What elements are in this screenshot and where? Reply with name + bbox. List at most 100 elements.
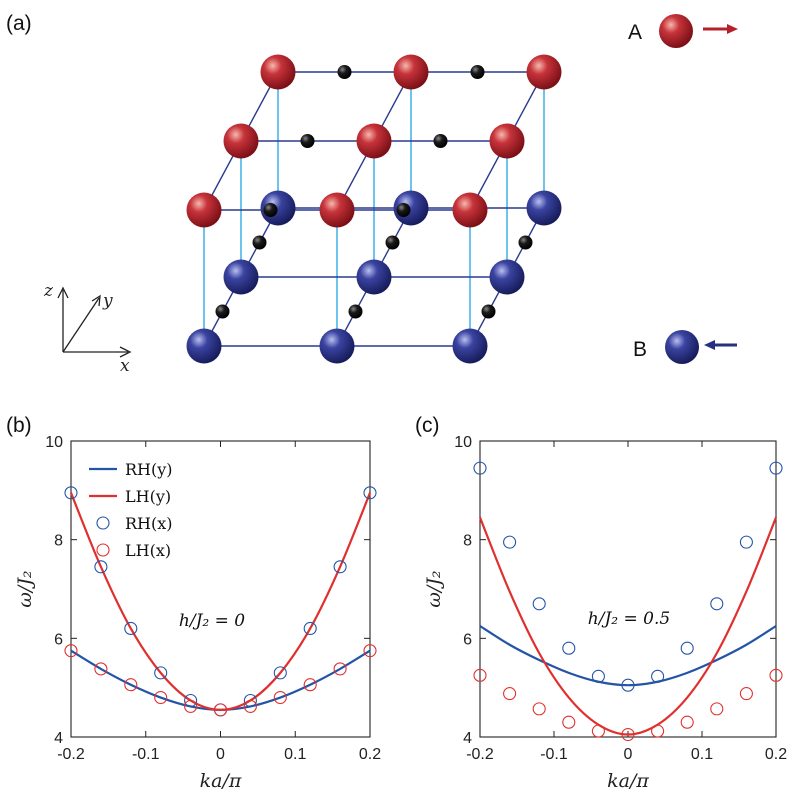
y-tick-label: 8 bbox=[463, 533, 472, 550]
x-axis-label: ka/π bbox=[607, 770, 649, 792]
series-line bbox=[70, 649, 371, 711]
data-point bbox=[651, 669, 665, 683]
data-point bbox=[473, 668, 487, 682]
site-a-atom bbox=[186, 192, 222, 228]
site-b-atom bbox=[356, 259, 392, 295]
data-point bbox=[154, 690, 168, 705]
data-point bbox=[710, 597, 724, 611]
small-atom bbox=[215, 304, 230, 319]
axis-z-label: z bbox=[43, 281, 54, 301]
x-tick-label: -0.2 bbox=[466, 746, 494, 763]
data-point bbox=[273, 666, 287, 680]
data-point bbox=[473, 461, 487, 475]
data-point bbox=[503, 535, 517, 549]
data-point bbox=[591, 724, 605, 738]
x-tick-label: 0.1 bbox=[284, 746, 306, 763]
x-tick-label: -0.2 bbox=[57, 746, 85, 763]
data-point bbox=[532, 597, 546, 611]
panel-label-c: (c) bbox=[415, 414, 440, 437]
data-point bbox=[94, 662, 108, 676]
small-atom bbox=[518, 235, 533, 250]
data-point bbox=[562, 715, 576, 729]
site-a-atom bbox=[319, 192, 355, 228]
site-a-atom bbox=[526, 54, 562, 90]
legend-entry: RH(y) bbox=[125, 460, 173, 479]
x-tick-label: -0.1 bbox=[540, 746, 568, 763]
data-point bbox=[303, 678, 317, 692]
site-b-atom bbox=[319, 328, 355, 364]
legend-entry: LH(x) bbox=[125, 541, 171, 560]
site-a-arrow-icon bbox=[703, 24, 738, 34]
site-a-atom bbox=[393, 54, 429, 90]
site-b-arrow-icon bbox=[704, 340, 737, 350]
small-atom bbox=[300, 134, 315, 148]
site-b-atom bbox=[526, 190, 562, 226]
x-tick-label: -0.1 bbox=[132, 746, 160, 763]
data-point bbox=[739, 687, 753, 701]
site-b-atom bbox=[452, 328, 488, 364]
data-point bbox=[651, 724, 665, 738]
site-a-atom bbox=[489, 123, 525, 159]
data-point bbox=[213, 703, 228, 717]
data-point bbox=[621, 727, 635, 742]
data-point bbox=[184, 693, 198, 708]
series-line bbox=[479, 625, 777, 687]
coordinate-axes bbox=[57, 286, 132, 358]
data-point bbox=[243, 699, 257, 713]
y-tick-label: 8 bbox=[54, 533, 63, 550]
data-point bbox=[124, 678, 138, 692]
chart-annotation: h/J₂ = 0.5 bbox=[588, 609, 670, 629]
y-tick-label: 4 bbox=[54, 730, 63, 747]
data-point bbox=[154, 666, 168, 680]
data-point bbox=[333, 662, 347, 676]
site-a-label: A bbox=[628, 21, 642, 44]
site-b-label: B bbox=[633, 338, 647, 361]
y-tick-label: 10 bbox=[454, 434, 472, 451]
small-atom bbox=[337, 65, 352, 79]
axis-y-label: y bbox=[102, 291, 113, 311]
data-point bbox=[769, 461, 783, 475]
site-a-sphere bbox=[659, 14, 693, 48]
legend-marker-swatch bbox=[96, 543, 110, 557]
data-point bbox=[739, 535, 753, 549]
small-atom bbox=[481, 304, 496, 319]
y-tick-label: 6 bbox=[463, 631, 472, 648]
data-point bbox=[710, 702, 724, 716]
data-point bbox=[769, 668, 783, 682]
small-atom bbox=[385, 235, 400, 250]
x-axis-label: ka/π bbox=[200, 770, 242, 792]
x-tick-label: 0.2 bbox=[765, 746, 787, 763]
data-point bbox=[94, 560, 108, 574]
site-b-atom bbox=[186, 328, 222, 364]
data-point bbox=[680, 641, 694, 655]
x-tick-label: 0 bbox=[624, 746, 633, 763]
y-tick-label: 4 bbox=[463, 730, 472, 747]
data-point bbox=[333, 560, 347, 574]
data-point bbox=[363, 486, 377, 500]
data-point bbox=[124, 621, 138, 636]
y-tick-label: 10 bbox=[45, 434, 63, 451]
site-b-sphere bbox=[665, 330, 699, 364]
lattice-atoms bbox=[186, 54, 562, 364]
series-line bbox=[478, 517, 778, 736]
data-point bbox=[64, 486, 78, 500]
panel-label-b: (b) bbox=[6, 414, 32, 437]
plot-frame bbox=[479, 440, 777, 738]
data-point bbox=[64, 644, 78, 658]
site-b-atom bbox=[223, 259, 259, 295]
site-a-atom bbox=[223, 123, 259, 159]
panel-label-a: (a) bbox=[6, 12, 32, 35]
chart-annotation: h/J₂ = 0 bbox=[179, 611, 245, 631]
lattice-diagram bbox=[186, 54, 562, 364]
x-tick-label: 0 bbox=[216, 746, 225, 763]
site-a-atom bbox=[356, 123, 392, 159]
data-point bbox=[532, 702, 546, 716]
x-tick-label: 0.2 bbox=[359, 746, 381, 763]
small-atom bbox=[263, 203, 278, 217]
series-line bbox=[69, 492, 372, 711]
small-atom bbox=[348, 304, 363, 319]
y-axis-label: ω/J₂ bbox=[14, 570, 36, 607]
legend-entry: RH(x) bbox=[125, 514, 173, 533]
